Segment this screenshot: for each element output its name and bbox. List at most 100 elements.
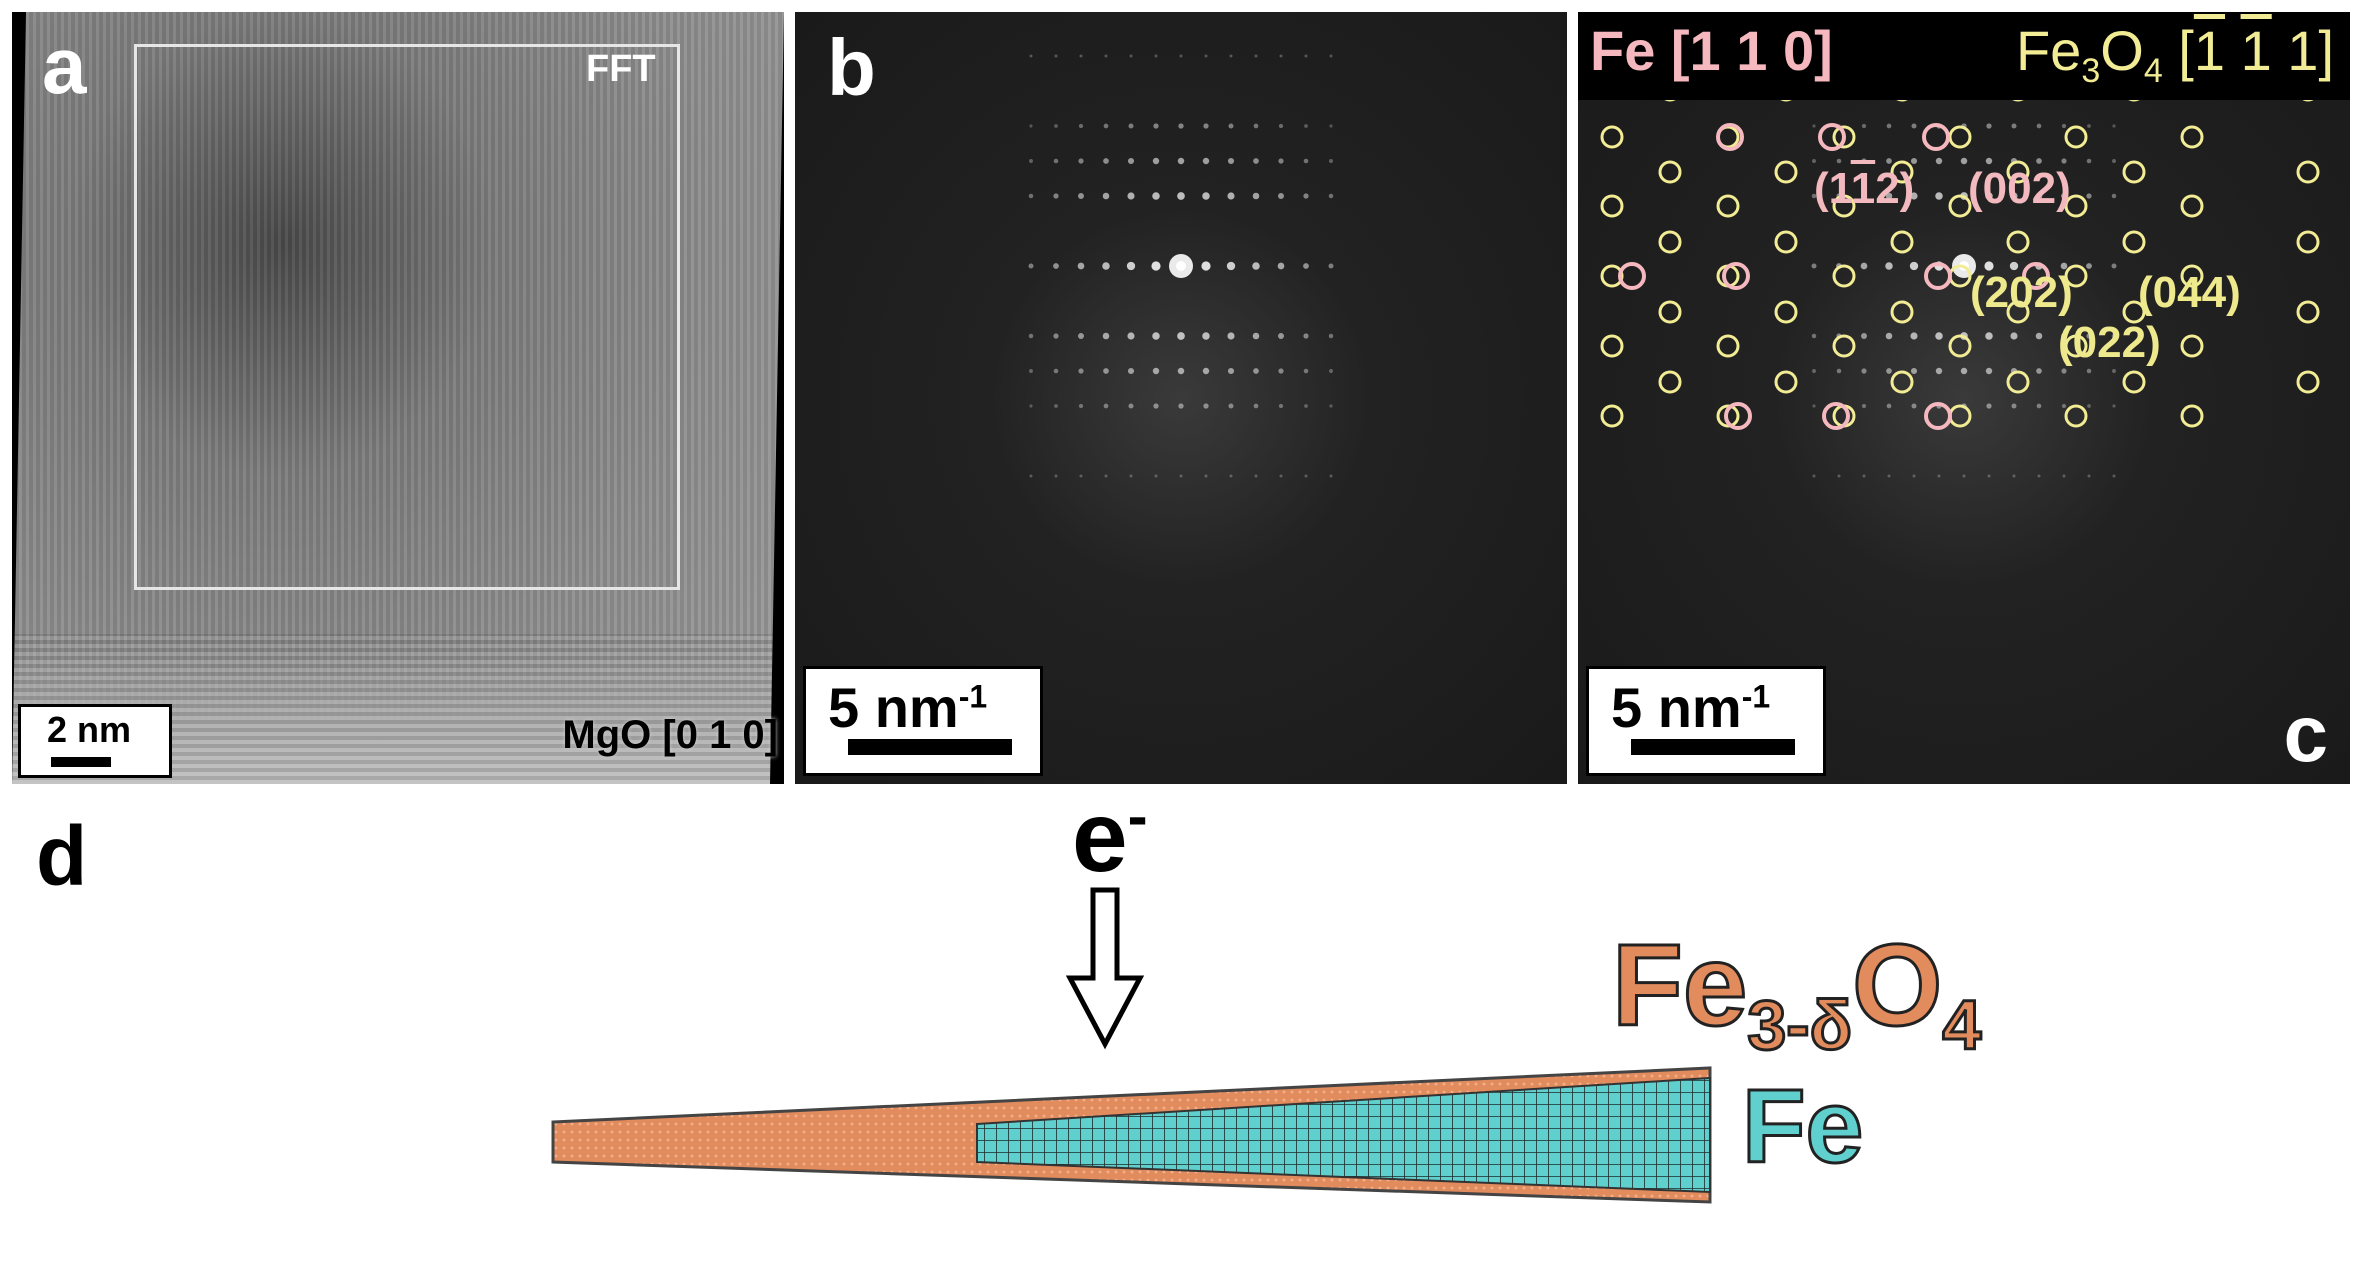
diffraction-spot (1910, 367, 1918, 375)
diffraction-spot (1078, 158, 1084, 164)
diffraction-spot (1103, 123, 1109, 129)
diffraction-spot (1885, 192, 1893, 200)
reflection-label-1-1bar-2: (112) (1814, 164, 1915, 213)
diffraction-spot (1079, 54, 1083, 58)
diffraction-spot (1253, 158, 1259, 164)
diffraction-spot (1278, 193, 1284, 199)
diffraction-spot (1252, 192, 1260, 200)
diffraction-spot (1151, 261, 1161, 271)
diffraction-spot (1329, 159, 1333, 163)
diffraction-spot (1127, 332, 1135, 340)
diffraction-spot (1860, 262, 1868, 270)
fe3o4-reflection-marker (1658, 300, 1682, 324)
fe-reflection-marker (1818, 123, 1846, 151)
diffraction-spot (2010, 332, 2018, 340)
diffraction-spot (2036, 158, 2042, 164)
diffraction-spot (1227, 367, 1235, 375)
reflection-label-202: (202) (1970, 268, 2073, 317)
diffraction-spot (1228, 403, 1234, 409)
diffraction-spot (1909, 261, 1919, 271)
diffraction-spot (1278, 158, 1284, 164)
diffraction-spot (1202, 367, 1210, 375)
oxide-label: Fe3-δO4 (1610, 919, 1982, 1066)
diffraction-spot (1254, 54, 1258, 58)
diffraction-spot (1912, 474, 1916, 478)
diffraction-spot (1227, 192, 1235, 200)
image-border-left (12, 12, 26, 784)
diffraction-spot (1303, 368, 1309, 374)
diffraction-spot (1935, 192, 1943, 200)
diffraction-spot (1154, 474, 1158, 478)
reflection-label-002: (002) (1968, 164, 2071, 213)
diffraction-spot (2061, 333, 2067, 339)
diffraction-spot (1279, 474, 1283, 478)
fe-reflection-marker (1716, 123, 1744, 151)
diffraction-spot (1252, 332, 1260, 340)
scale-bar-label: 2 nm (47, 709, 132, 750)
diffraction-spot (1129, 54, 1133, 58)
diffraction-spot (1029, 124, 1033, 128)
fe-reflection-marker (1724, 402, 1752, 430)
diffraction-spot (1053, 333, 1059, 339)
diffraction-spot (2112, 124, 2116, 128)
diffraction-spot (1886, 368, 1892, 374)
diffraction-spot (1887, 474, 1891, 478)
fe3o4-reflection-marker (1600, 125, 1624, 149)
diffraction-spot (1811, 263, 1817, 269)
diffraction-spot (2061, 368, 2067, 374)
electron-beam-label: e- (1072, 781, 1148, 893)
diffraction-spot (1053, 263, 1059, 269)
fe3o4-reflection-marker (2180, 334, 2204, 358)
diffraction-spot (1812, 404, 1816, 408)
zone-axis-label-mgo: MgO [0 1 0] (562, 713, 778, 757)
diffraction-spot (1128, 403, 1134, 409)
diffraction-spot (2060, 262, 2068, 270)
diffraction-spot (1812, 369, 1816, 373)
central-beam-spot (1169, 254, 1193, 278)
diffraction-spot (1054, 474, 1058, 478)
diffraction-spot (1279, 54, 1283, 58)
scale-bar-a: 2 nm (18, 704, 172, 778)
fe3o4-reflection-marker (1890, 300, 1914, 324)
diffraction-spot (1077, 262, 1085, 270)
diffraction-spot (1985, 192, 1993, 200)
diffraction-spot (1078, 333, 1084, 339)
fe3o4-reflection-marker (2122, 300, 2146, 324)
diffraction-spot (1885, 332, 1893, 340)
scale-bar-b: 5 nm-1 (803, 666, 1043, 776)
diffraction-spot (2112, 474, 2116, 478)
diffraction-spot (2010, 192, 2018, 200)
diffraction-spot (1202, 192, 1210, 200)
diffraction-spot (2062, 474, 2066, 478)
diffraction-spot (1861, 333, 1867, 339)
fe-reflection-marker (1618, 262, 1646, 290)
panel-letter-d: d (36, 809, 88, 903)
diffraction-spot (1253, 123, 1259, 129)
diffraction-spot (1154, 54, 1158, 58)
diffraction-spot (1178, 403, 1184, 409)
scale-bar-label: 5 nm-1 (1611, 676, 1771, 739)
diffraction-spot (1986, 123, 1992, 129)
diffraction-spot (2011, 403, 2017, 409)
diffraction-spot (1329, 404, 1333, 408)
diffraction-spot (1028, 333, 1034, 339)
diffraction-spot (2035, 332, 2043, 340)
diffraction-spot (2011, 123, 2017, 129)
diffraction-spot (1935, 157, 1943, 165)
fe3o4-reflection-marker (2122, 230, 2146, 254)
diffraction-spot (1177, 192, 1185, 200)
diffraction-spot (1153, 403, 1159, 409)
diffraction-spot (1202, 157, 1210, 165)
diffraction-spot (1861, 158, 1867, 164)
fe3o4-reflection-marker (1890, 230, 1914, 254)
panel-letter-b: b (827, 23, 876, 112)
image-border-right (770, 12, 784, 784)
diffraction-spot (1103, 158, 1109, 164)
diffraction-spot (1812, 159, 1816, 163)
fe-reflection-marker (1822, 402, 1850, 430)
diffraction-spot (1226, 261, 1236, 271)
diffraction-spot (1054, 404, 1058, 408)
diffraction-spot (1861, 123, 1867, 129)
diffraction-spot (1254, 474, 1258, 478)
fe3o4-reflection-marker (2180, 404, 2204, 428)
